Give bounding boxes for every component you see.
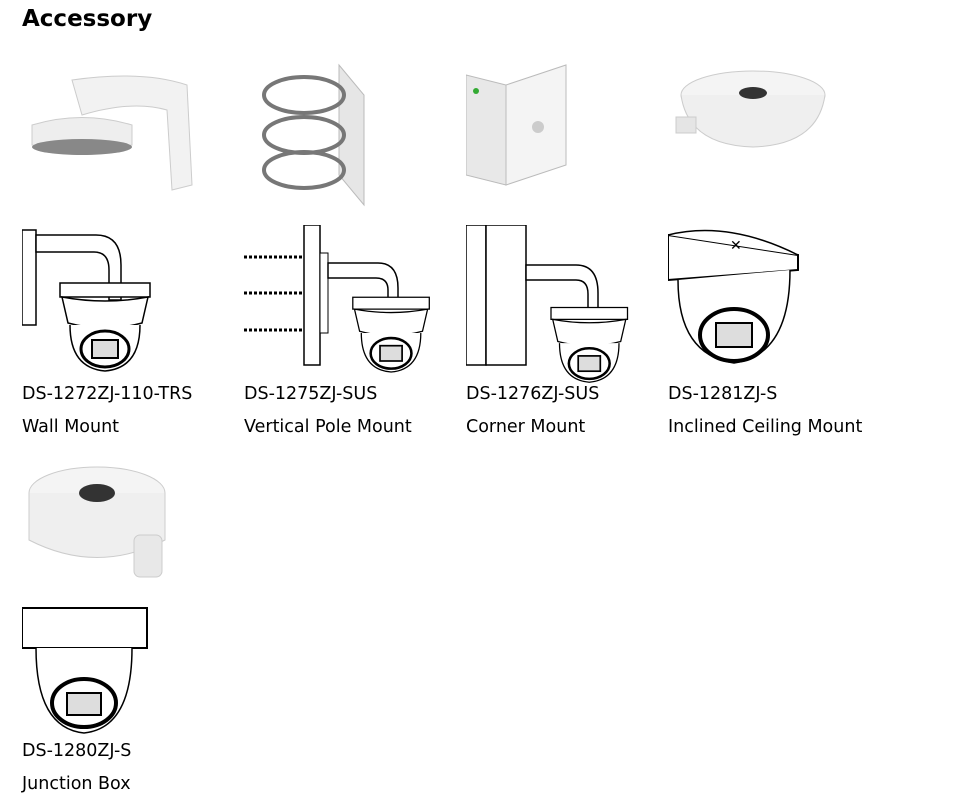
model-number: DS-1281ZJ-S: [668, 384, 778, 404]
junction-box-photo: [28, 466, 166, 578]
accessory-name: Wall Mount: [22, 417, 120, 437]
wall-mount-photo: [31, 75, 193, 191]
model-number: DS-1280ZJ-S: [22, 741, 132, 761]
wall-mount-drawing: [22, 229, 152, 373]
pole-mount-drawing: [244, 225, 431, 374]
model-number: DS-1272ZJ-110-TRS: [22, 384, 193, 404]
accessory-name: Corner Mount: [466, 417, 586, 437]
section-title: Accessory: [22, 6, 153, 32]
accessory-name: Inclined Ceiling Mount: [668, 417, 863, 437]
corner-mount-photo: [466, 64, 567, 186]
accessory-name: Vertical Pole Mount: [244, 417, 412, 437]
pole-mount-photo: [262, 63, 365, 207]
inclined-ceiling-mount-photo: [675, 70, 826, 148]
corner-mount-drawing: [466, 225, 629, 384]
svg-text:✕: ✕: [730, 238, 742, 254]
junction-box-drawing: [22, 607, 148, 734]
accessory-name: Junction Box: [22, 774, 131, 794]
model-number: DS-1276ZJ-SUS: [466, 384, 600, 404]
model-number: DS-1275ZJ-SUS: [244, 384, 378, 404]
inclined-ceiling-mount-drawing: ✕: [668, 229, 799, 364]
